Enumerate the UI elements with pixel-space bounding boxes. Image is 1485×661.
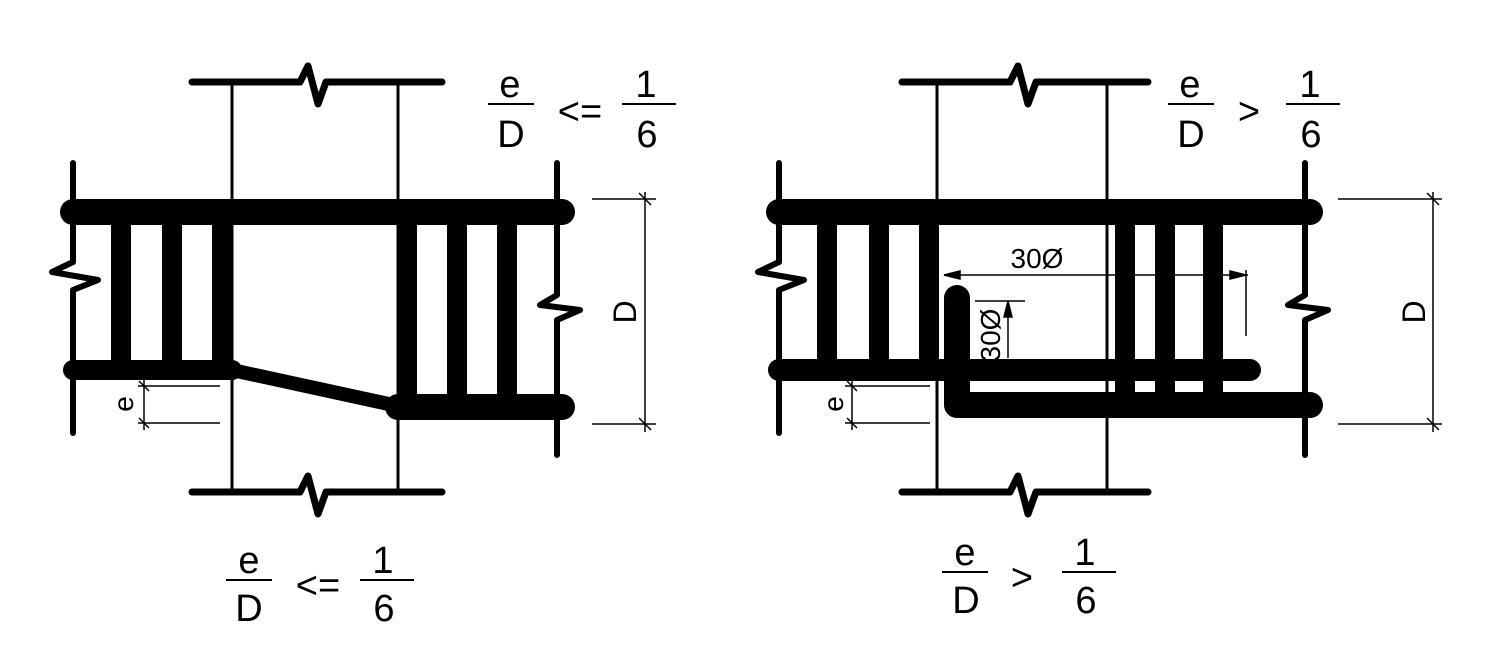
formula-denominator: D [497, 114, 524, 156]
left-beam-breaks [49, 160, 583, 458]
formula-numerator: e [954, 532, 975, 574]
left-stirrups [111, 212, 517, 407]
formula-ratio-numerator: 1 [1299, 64, 1320, 106]
right-dim-e-label: e [818, 396, 849, 412]
right-dim-D-label: D [1396, 300, 1432, 323]
left-detail: D e e D <= 1 6 e D <= 1 6 [49, 62, 676, 630]
formula-ratio-numerator: 1 [372, 540, 393, 582]
formula-ratio-denominator: 6 [373, 588, 394, 630]
formula-ratio-numerator: 1 [635, 64, 656, 106]
right-top-formula: e D > 1 6 [1168, 64, 1340, 156]
left-dim-D-lines [592, 192, 656, 432]
formula-operator: > [1011, 557, 1033, 599]
left-top-formula: e D <= 1 6 [488, 64, 676, 156]
formula-denominator: D [952, 580, 979, 622]
formula-ratio-denominator: 6 [636, 114, 657, 156]
formula-operator: <= [296, 565, 340, 607]
formula-ratio-denominator: 6 [1075, 580, 1096, 622]
formula-operator: > [1238, 91, 1260, 133]
right-dim-30-horizontal-label: 30Ø [1011, 243, 1064, 274]
right-detail: 30Ø 30Ø D e e D [755, 62, 1442, 622]
formula-numerator: e [1179, 64, 1200, 106]
left-dim-e-label: e [108, 396, 139, 412]
right-dim-30-vertical-lines [975, 300, 1025, 358]
formula-numerator: e [499, 64, 520, 106]
right-dim-D-lines [1338, 192, 1442, 432]
right-dim-30-vertical-label: 30Ø [975, 309, 1006, 362]
left-rebars [60, 199, 575, 420]
right-dim-30-horizontal-lines [943, 270, 1248, 336]
formula-operator: <= [558, 91, 602, 133]
left-dim-e-lines [138, 380, 220, 430]
formula-numerator: e [238, 540, 259, 582]
formula-ratio-numerator: 1 [1074, 532, 1095, 574]
right-beam-breaks [755, 160, 1331, 458]
right-bottom-formula: e D > 1 6 [942, 532, 1116, 622]
left-bottom-formula: e D <= 1 6 [226, 540, 414, 630]
left-dim-D-label: D [607, 300, 643, 323]
formula-denominator: D [1177, 114, 1204, 156]
right-rebars [766, 199, 1323, 418]
right-stirrups [817, 212, 1223, 405]
formula-denominator: D [235, 588, 262, 630]
right-dim-e-lines [845, 380, 930, 430]
formula-ratio-denominator: 6 [1300, 114, 1321, 156]
